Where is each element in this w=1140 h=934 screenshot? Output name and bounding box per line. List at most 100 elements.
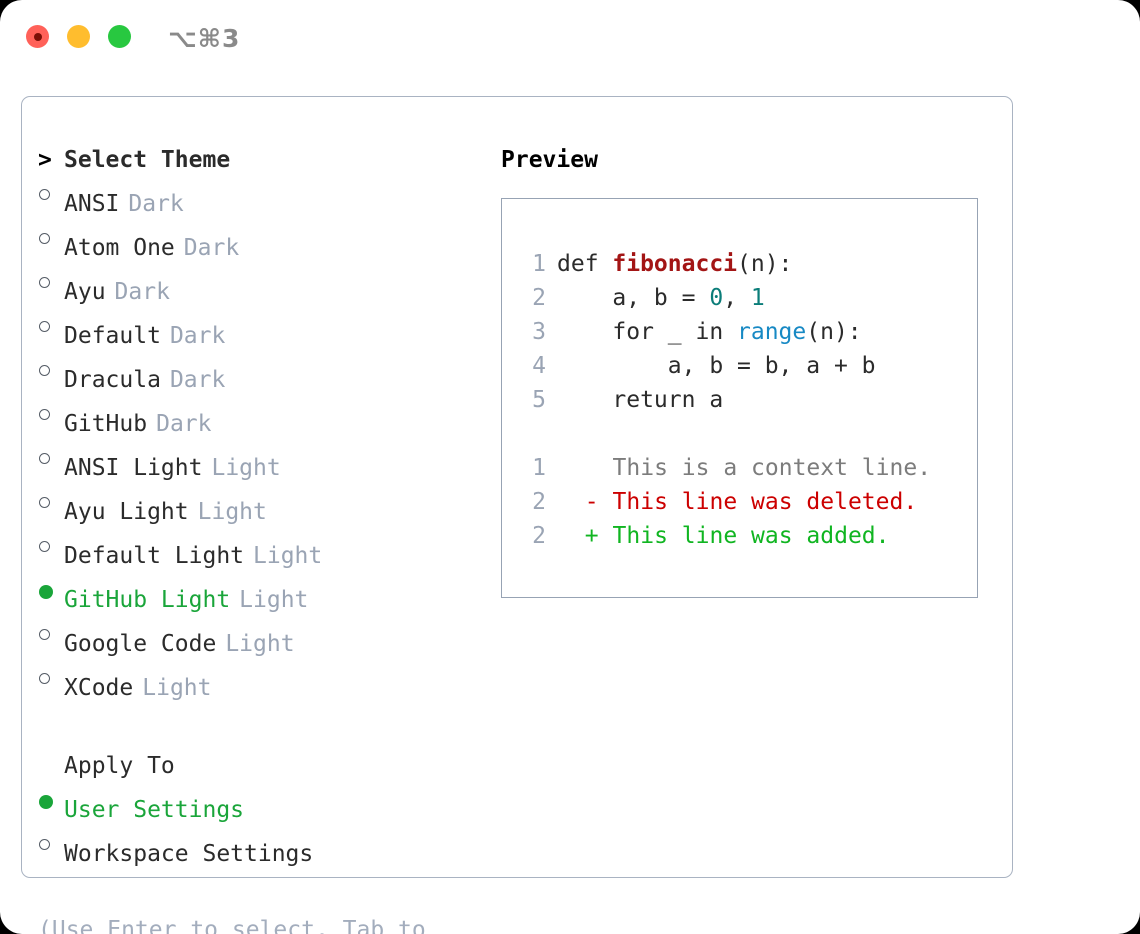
apply-to-title: Apply To (64, 753, 175, 779)
minimize-button[interactable] (67, 25, 90, 48)
theme-option-label: Default Light (64, 543, 245, 569)
diff-line-context: 1 This is a context line. (502, 451, 977, 485)
diff-line-deleted: 2 - This line was deleted. (502, 485, 977, 519)
radio-unselected-icon[interactable] (38, 265, 64, 299)
theme-option-tag: Dark (128, 191, 184, 217)
theme-option-tag: Light (197, 499, 267, 525)
diff-line-added: 2 + This line was added. (502, 519, 977, 553)
diff-text: This line was added. (598, 523, 890, 549)
code-token-plain: (n): (737, 251, 793, 277)
maximize-button[interactable] (108, 25, 131, 48)
code-token-function: fibonacci (612, 251, 738, 277)
apply-to-option-workspace-settings[interactable]: Workspace Settings (38, 827, 488, 871)
theme-option-label: XCode (64, 675, 134, 701)
chevron-right-icon: > (38, 147, 52, 173)
diff-gutter-space (557, 451, 585, 485)
title-bar: ⌥⌘3 (0, 0, 1140, 78)
theme-option-ansi-light[interactable]: ANSI Light Light (38, 441, 488, 485)
theme-option-tag: Light (211, 455, 281, 481)
theme-option-ansi[interactable]: ANSI Dark (38, 177, 488, 221)
diff-marker: - (584, 489, 599, 515)
theme-option-tag: Light (239, 587, 309, 613)
theme-option-label: Google Code (64, 631, 217, 657)
code-token-plain: def (557, 251, 613, 277)
theme-option-xcode[interactable]: XCode Light (38, 661, 488, 705)
theme-option-tag: Light (142, 675, 212, 701)
radio-unselected-icon[interactable] (38, 617, 64, 651)
theme-option-tag: Light (225, 631, 295, 657)
theme-option-github-light[interactable]: GitHub Light Light (38, 573, 488, 617)
close-button[interactable] (26, 25, 49, 48)
radio-unselected-icon[interactable] (38, 485, 64, 519)
apply-to-option-label: User Settings (64, 797, 245, 823)
page-title: Select Theme (64, 147, 231, 173)
radio-unselected-icon[interactable] (38, 309, 64, 343)
theme-option-label: GitHub Light (64, 587, 231, 613)
diff-marker: + (584, 523, 599, 549)
radio-unselected-icon[interactable] (38, 441, 64, 475)
radio-unselected-icon[interactable] (38, 177, 64, 211)
theme-option-label: Ayu (64, 279, 106, 305)
radio-unselected-icon[interactable] (38, 221, 64, 255)
theme-option-tag: Dark (114, 279, 170, 305)
line-number: 5 (532, 387, 546, 413)
theme-option-google-code[interactable]: Google Code Light (38, 617, 488, 661)
select-theme-header: > Select Theme (38, 143, 488, 177)
diff-marker (585, 451, 599, 485)
code-token-plain: (n): (806, 319, 862, 345)
spacer-2 (38, 871, 488, 905)
radio-unselected-icon[interactable] (38, 827, 64, 861)
radio-selected-icon[interactable] (38, 783, 64, 817)
theme-option-label: Atom One (64, 235, 175, 261)
code-token-plain: return a (557, 387, 724, 413)
theme-option-label: ANSI (64, 191, 120, 217)
theme-option-atom-one[interactable]: Atom One Dark (38, 221, 488, 265)
line-number: 1 (532, 455, 546, 481)
line-number: 4 (532, 353, 546, 379)
radio-selected-icon[interactable] (38, 573, 64, 607)
code-token-call: range (737, 319, 807, 345)
radio-unselected-icon[interactable] (38, 397, 64, 431)
code-token-plain: a, b = b, a + b (557, 353, 876, 379)
code-line: 2 a, b = 0, 1 (502, 281, 977, 315)
code-token-number: 0 (709, 285, 724, 311)
code-line: 4 a, b = b, a + b (502, 349, 977, 383)
keyboard-shortcut-label: ⌥⌘3 (168, 24, 241, 53)
line-number: 2 (532, 489, 546, 515)
spacer (38, 705, 488, 739)
theme-option-tag: Dark (169, 323, 226, 349)
code-line: 5 return a (502, 383, 977, 417)
code-token-plain: , (723, 285, 751, 311)
line-number: 2 (532, 285, 546, 311)
code-token-number: 1 (750, 285, 765, 311)
preview-title: Preview (501, 147, 598, 173)
theme-option-tag: Dark (169, 367, 226, 393)
theme-option-tag: Dark (156, 411, 212, 437)
diff-text: This is a context line. (598, 455, 932, 481)
diff-gutter-space (557, 519, 585, 553)
radio-unselected-icon[interactable] (38, 661, 64, 695)
keyboard-hint: (Use Enter to select, Tab to change focu… (38, 917, 426, 934)
apply-to-option-label: Workspace Settings (64, 841, 314, 867)
theme-option-tag: Dark (183, 235, 240, 261)
radio-unselected-icon[interactable] (38, 529, 64, 563)
code-token-plain: a, b = (557, 285, 710, 311)
apply-to-option-user-settings[interactable]: User Settings (38, 783, 488, 827)
diff-sample: 1 This is a context line.2 - This line w… (502, 451, 977, 553)
code-line: 3 for _ in range(n): (502, 315, 977, 349)
theme-option-label: ANSI Light (64, 455, 203, 481)
theme-option-ayu[interactable]: Ayu Dark (38, 265, 488, 309)
radio-unselected-icon[interactable] (38, 353, 64, 387)
